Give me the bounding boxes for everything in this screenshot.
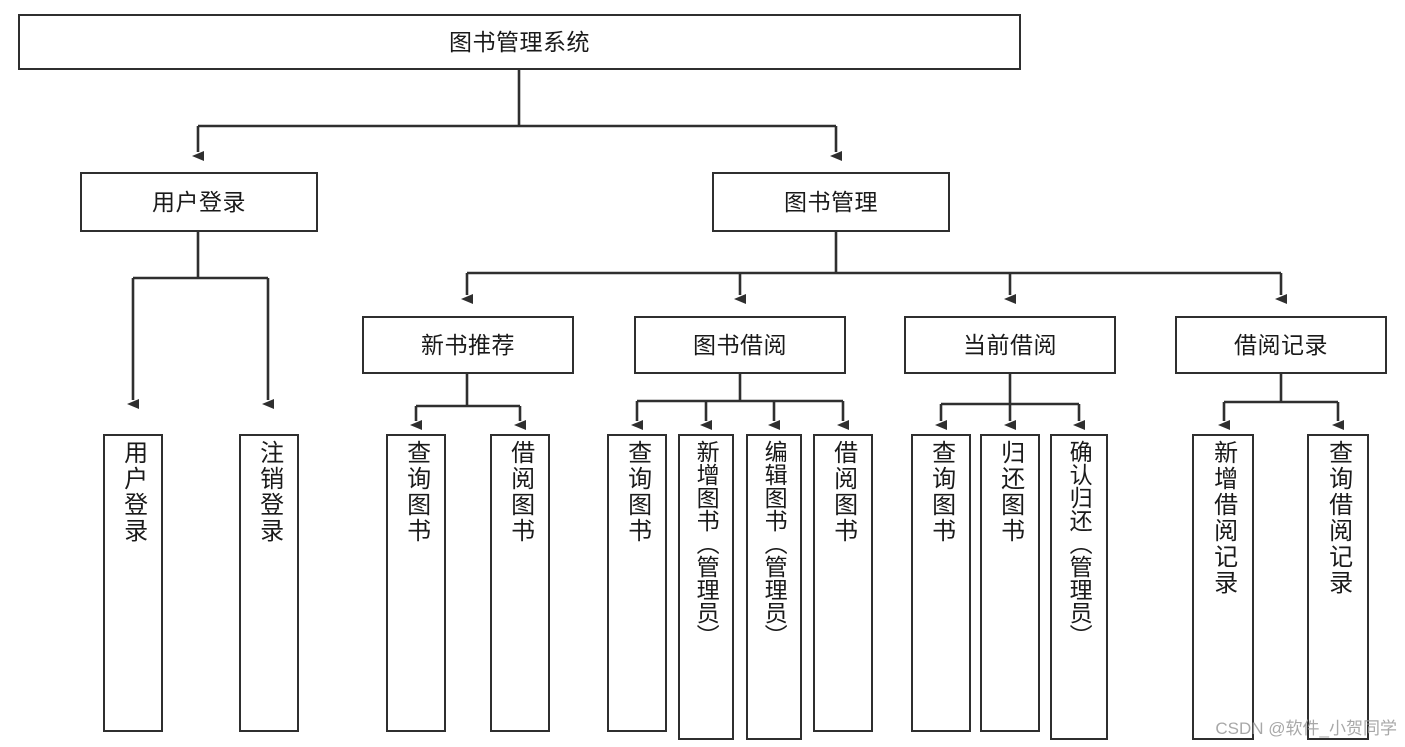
node-book-borrow[interactable]: 图书借阅: [634, 316, 846, 374]
leaf-new-book-query-book[interactable]: 查询图书: [386, 434, 446, 732]
leaf-user-login[interactable]: 用户登录: [103, 434, 163, 732]
node-current-borrow[interactable]: 当前借阅: [904, 316, 1116, 374]
leaf-borrow-add-book-label: 新增图书（管理员）: [693, 440, 720, 647]
leaf-borrow-edit-book-label: 编辑图书（管理员）: [761, 440, 788, 647]
leaf-current-confirm-return[interactable]: 确认归还（管理员）: [1050, 434, 1108, 740]
node-current-borrow-label: 当前借阅: [963, 331, 1057, 358]
leaf-logout[interactable]: 注销登录: [239, 434, 299, 732]
node-root-label: 图书管理系统: [449, 28, 590, 55]
leaf-borrow-borrow-book[interactable]: 借阅图书: [813, 434, 873, 732]
leaf-new-book-borrow-book[interactable]: 借阅图书: [490, 434, 550, 732]
leaf-borrow-add-book[interactable]: 新增图书（管理员）: [678, 434, 734, 740]
leaf-logout-label: 注销登录: [255, 440, 283, 544]
leaf-user-login-label: 用户登录: [119, 440, 147, 544]
leaf-current-query-book[interactable]: 查询图书: [911, 434, 971, 732]
leaf-new-book-query-book-label: 查询图书: [402, 440, 430, 544]
leaf-current-confirm-return-label: 确认归还（管理员）: [1066, 440, 1093, 647]
leaf-current-return-book-label: 归还图书: [996, 440, 1024, 544]
leaf-borrow-query-book-label: 查询图书: [623, 440, 651, 544]
node-new-book-recommend[interactable]: 新书推荐: [362, 316, 574, 374]
node-book-borrow-label: 图书借阅: [693, 331, 787, 358]
node-new-book-recommend-label: 新书推荐: [421, 331, 515, 358]
node-borrow-record[interactable]: 借阅记录: [1175, 316, 1387, 374]
leaf-borrow-borrow-book-label: 借阅图书: [829, 440, 857, 544]
node-user-login[interactable]: 用户登录: [80, 172, 318, 232]
leaf-current-return-book[interactable]: 归还图书: [980, 434, 1040, 732]
leaf-borrow-edit-book[interactable]: 编辑图书（管理员）: [746, 434, 802, 740]
leaf-record-add-label: 新增借阅记录: [1209, 440, 1237, 596]
leaf-record-add[interactable]: 新增借阅记录: [1192, 434, 1254, 740]
watermark: CSDN @软件_小贺同学: [1215, 719, 1397, 738]
node-root[interactable]: 图书管理系统: [18, 14, 1021, 70]
leaf-record-query-label: 查询借阅记录: [1324, 440, 1352, 596]
leaf-new-book-borrow-book-label: 借阅图书: [506, 440, 534, 544]
leaf-record-query[interactable]: 查询借阅记录: [1307, 434, 1369, 740]
leaf-borrow-query-book[interactable]: 查询图书: [607, 434, 667, 732]
node-borrow-record-label: 借阅记录: [1234, 331, 1328, 358]
node-book-management[interactable]: 图书管理: [712, 172, 950, 232]
leaf-current-query-book-label: 查询图书: [927, 440, 955, 544]
node-user-login-label: 用户登录: [152, 188, 246, 215]
node-book-management-label: 图书管理: [784, 188, 878, 215]
